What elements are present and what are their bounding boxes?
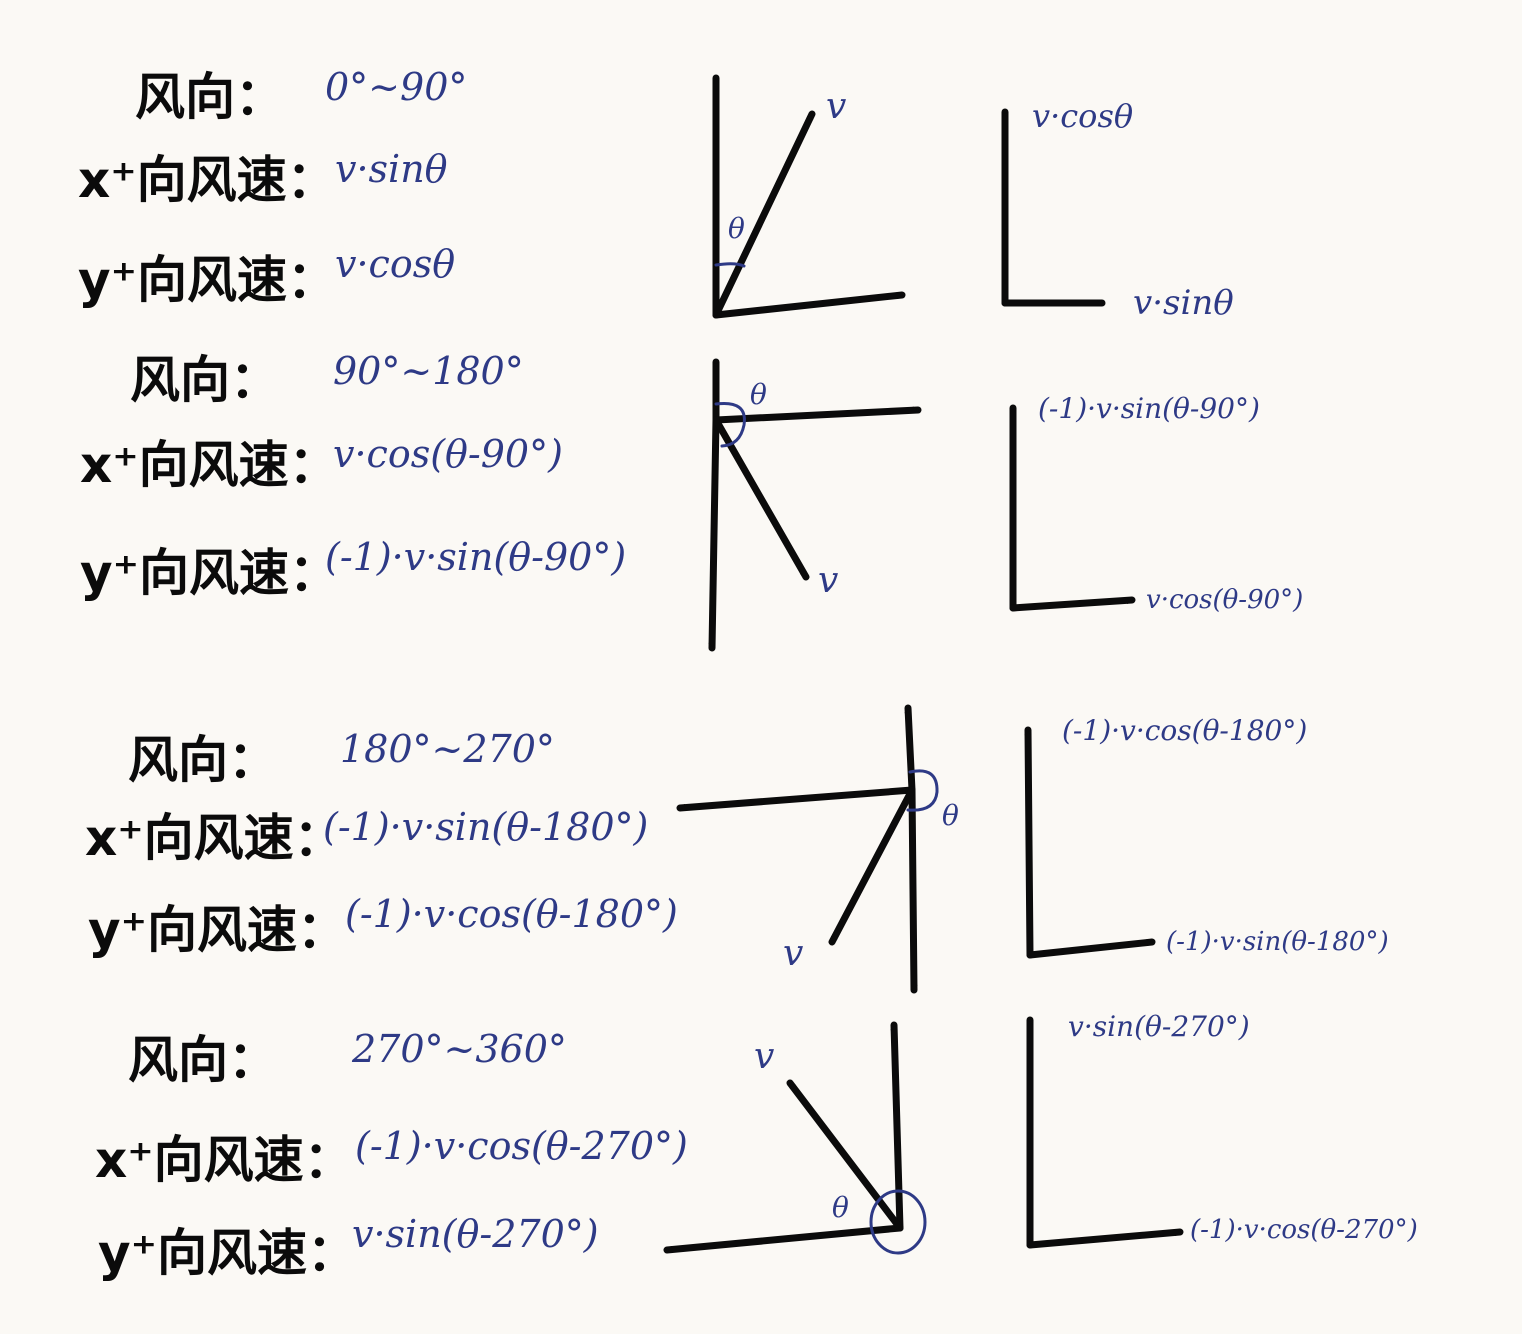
s4-vector-v [786, 1079, 904, 1232]
s2-theta-arc [714, 401, 746, 448]
s3-vector-v [828, 786, 916, 946]
section1-y-speed-label: y⁺向风速： [78, 251, 337, 309]
s4-theta-circle [869, 1189, 927, 1255]
section1-x-speed-label: x⁺向风速： [78, 151, 337, 209]
s3-x-axis [676, 786, 916, 812]
s1-theta-label: θ [728, 212, 745, 245]
s3-comp-right-label: (-1)·v·sin(θ-180°) [1166, 927, 1389, 957]
s2-y-axis-down [708, 416, 720, 652]
section2-direction-label: 风向： [130, 351, 280, 409]
s2-comp-right-label: v·cos(θ-90°) [1146, 585, 1303, 615]
section3-x-speed-label: x⁺向风速： [85, 809, 344, 867]
section2-y-speed-formula: (-1)·v·sin(θ-90°) [325, 535, 627, 579]
section3-direction-range: 180°~270° [340, 727, 555, 771]
s2-comp-up-label: (-1)·v·sin(θ-90°) [1038, 392, 1260, 425]
section4-direction-label: 风向： [128, 1031, 278, 1089]
s2-vector-label: v [818, 560, 838, 601]
s4-comp-up-label: v·sin(θ-270°) [1068, 1010, 1250, 1043]
s3-comp-up [1028, 726, 1034, 959]
s2-comp-right [1009, 596, 1136, 612]
section2-x-speed-label: x⁺向风速： [80, 436, 339, 494]
s3-vector-label: v [783, 933, 803, 974]
s4-comp-right [1026, 1228, 1184, 1249]
s1-vector-v [712, 110, 816, 319]
section2-direction-range: 90°~180° [333, 349, 524, 393]
section3-y-speed-formula: (-1)·v·cos(θ-180°) [345, 892, 678, 936]
section2-y-speed-label: y⁺向风速： [80, 544, 339, 602]
section4-x-speed-formula: (-1)·v·cos(θ-270°) [355, 1124, 688, 1168]
s4-y-axis [890, 1021, 904, 1232]
section4-x-speed-label: x⁺向风速： [95, 1131, 354, 1189]
s2-theta-label: θ [750, 378, 767, 411]
section1-direction-label: 风向： [135, 68, 285, 126]
s3-comp-right [1026, 938, 1156, 959]
section4-y-speed-formula: v·sin(θ-270°) [352, 1212, 599, 1256]
s4-x-axis [663, 1224, 904, 1254]
s4-vector-label: v [754, 1036, 774, 1077]
s1-theta-arc [714, 262, 746, 268]
section1-direction-range: 0°~90° [325, 65, 468, 109]
section2-x-speed-formula: v·cos(θ-90°) [333, 432, 563, 476]
s3-theta-arc [906, 769, 939, 812]
s1-x-axis [712, 291, 906, 319]
section4-y-speed-label: y⁺向风速： [98, 1224, 357, 1282]
section1-y-speed-formula: v·cosθ [335, 242, 456, 286]
s3-theta-label: θ [942, 799, 959, 832]
s3-comp-up-label: (-1)·v·cos(θ-180°) [1062, 714, 1307, 747]
s4-theta-label: θ [832, 1191, 849, 1224]
section1-x-speed-formula: v·sinθ [335, 147, 448, 191]
s1-vector-label: v [826, 86, 846, 127]
s3-y-axis-down [908, 786, 914, 994]
section3-direction-label: 风向： [128, 731, 278, 789]
s1-comp-up-label: v·cosθ [1032, 97, 1133, 135]
s4-comp-right-label: (-1)·v·cos(θ-270°) [1190, 1215, 1418, 1245]
s3-y-axis-up [904, 704, 916, 794]
section4-direction-range: 270°~360° [352, 1027, 567, 1071]
section3-y-speed-label: y⁺向风速： [88, 901, 347, 959]
s2-x-axis [712, 406, 922, 424]
s1-comp-right-label: v·sinθ [1133, 283, 1234, 323]
section3-x-speed-formula: (-1)·v·sin(θ-180°) [323, 805, 649, 849]
s2-vector-v [712, 416, 810, 581]
